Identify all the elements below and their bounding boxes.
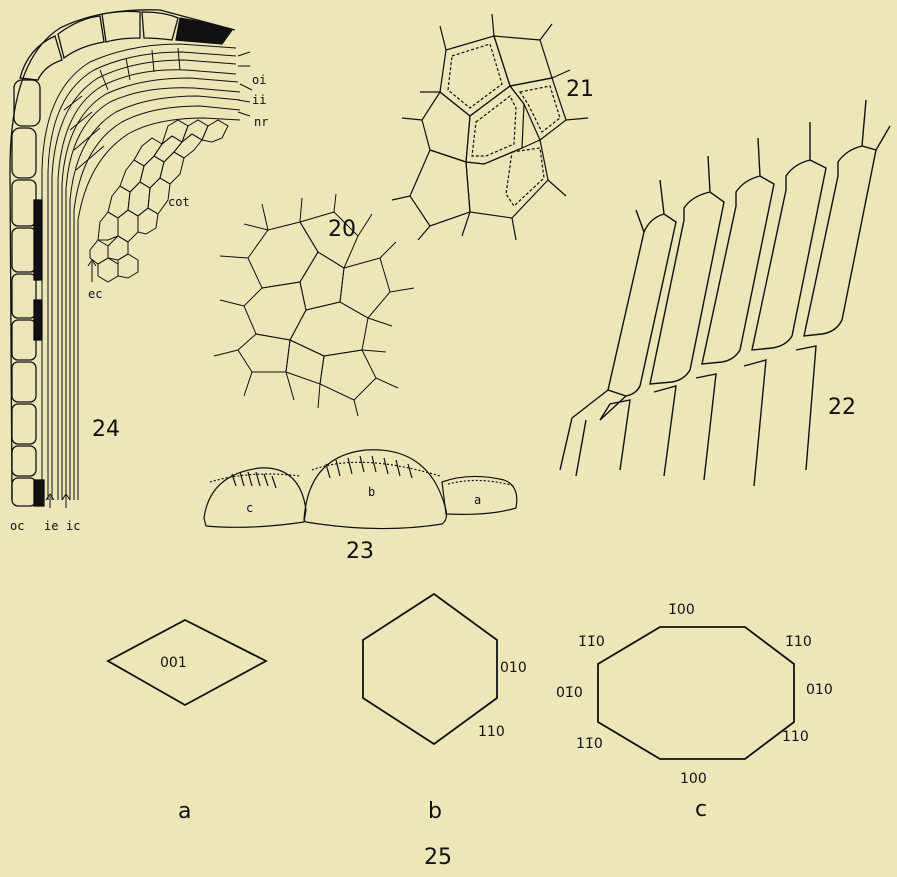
figure-22-cells [560, 100, 890, 486]
crystal-c-face-top-left: 1̄1̄0 [578, 634, 605, 650]
fig24-outer-contour [10, 10, 235, 500]
figure-number-25: 25 [424, 845, 452, 870]
label-ic: ic [66, 519, 80, 533]
crystal-c-face-top-right: 1̄10 [785, 634, 812, 650]
crystal-a-face-001: 001 [160, 655, 187, 671]
fig24-arrows [46, 52, 252, 508]
crystal-c-face-bottom: 100 [680, 771, 707, 787]
crystal-b-letter: b [428, 799, 442, 824]
crystal-c-face-right: 010 [806, 682, 833, 698]
crystal-b-face-010: 010 [500, 660, 527, 676]
crystal-a-rhombus [108, 620, 266, 705]
crystal-c-face-top: 1̄00 [668, 602, 695, 618]
figure-24-section [10, 10, 252, 508]
figure-number-21: 21 [566, 77, 594, 102]
fig24-cotyledon-cells [90, 120, 228, 282]
fig24-outer-cell-layer [12, 11, 232, 506]
crystal-c-octagon [598, 627, 794, 759]
figure-number-23: 23 [346, 539, 374, 564]
figure-21-cells [392, 14, 588, 240]
fig23-label-a: a [474, 493, 481, 507]
fig23-part-b [304, 450, 447, 529]
label-ec: ec [88, 287, 102, 301]
figure-number-22: 22 [828, 395, 856, 420]
crystal-c-face-bottom-right: 110 [782, 729, 809, 745]
figure-number-20: 20 [328, 217, 356, 242]
label-oi: oi [252, 73, 266, 87]
label-nr: nr [254, 115, 268, 129]
label-ie: ie [44, 519, 58, 533]
label-oc: oc [10, 519, 24, 533]
crystal-c-letter: c [695, 797, 707, 822]
figure-25-crystals [108, 594, 794, 759]
figure-20-cells [214, 194, 414, 416]
crystal-b-face-110: 110 [478, 724, 505, 740]
crystal-a-letter: a [178, 799, 191, 824]
fig23-label-b: b [368, 485, 375, 499]
fig24-inner-layers [42, 44, 240, 500]
figure-number-24: 24 [92, 417, 120, 442]
fig23-label-c: c [246, 501, 253, 515]
label-ii: ii [252, 93, 266, 107]
figure-23-outline [204, 450, 517, 529]
label-cot: cot [168, 195, 190, 209]
crystal-c-face-bottom-left: 11̄0 [576, 736, 603, 752]
crystal-b-hexagon [363, 594, 497, 744]
crystal-c-face-left: 01̄0 [556, 685, 583, 701]
fig23-part-c [204, 468, 306, 527]
